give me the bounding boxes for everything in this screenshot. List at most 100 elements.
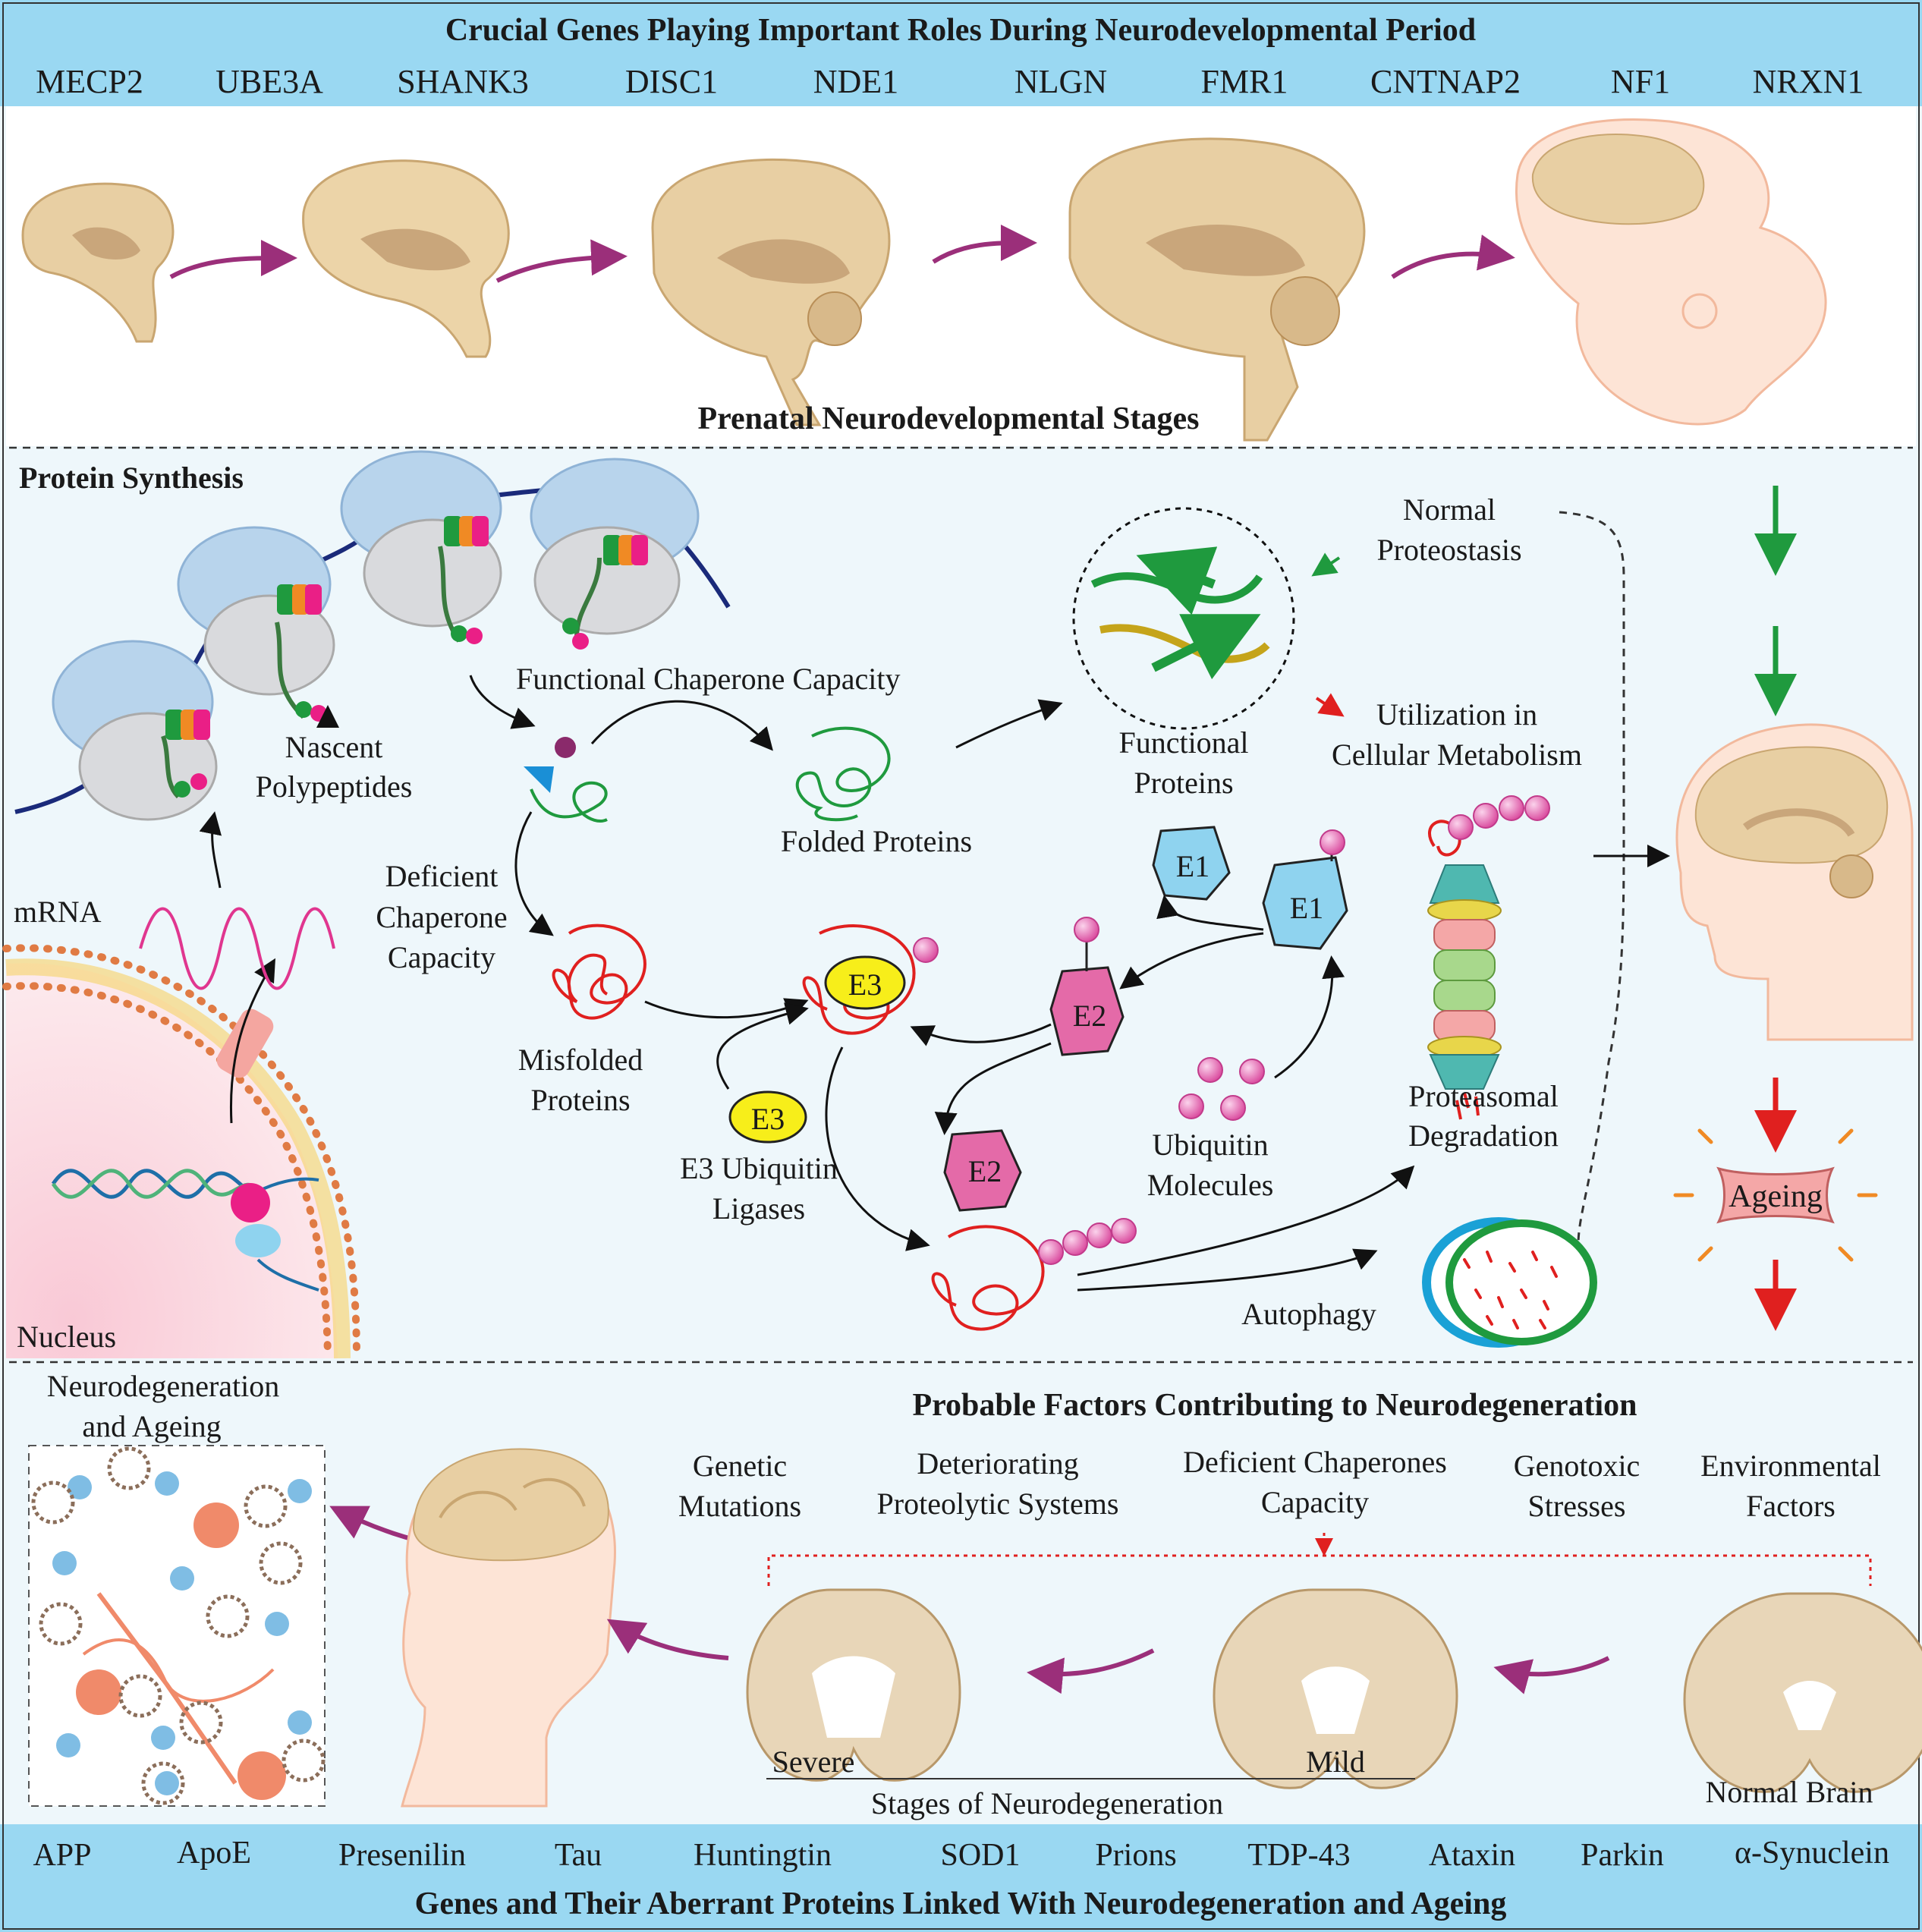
prenatal-arrow: [932, 225, 1037, 264]
to-autophagy-arrow: [1077, 1248, 1378, 1292]
ubiquitin-label-line2: Molecules: [1147, 1168, 1274, 1202]
deficient-label-line2: Chaperone: [376, 900, 507, 934]
ageing-badge: [1673, 1128, 1878, 1262]
e1-to-e2-arrow: [1119, 932, 1264, 990]
normal-flow-dashed-line: [1559, 511, 1625, 1245]
top-gene-band: [0, 0, 1922, 106]
bottom-gene-label: TDP-43: [1247, 1838, 1350, 1873]
deficient-label-line3: Capacity: [388, 940, 495, 974]
e3-to-tagged-arrow: [825, 1046, 930, 1251]
normal-brain-label: Normal Brain: [1705, 1775, 1873, 1809]
bottom-gene-label: Presenilin: [338, 1838, 466, 1873]
e3-enzyme: [824, 955, 906, 1010]
factor-genetic-line1: Genetic: [693, 1449, 787, 1483]
autophagosome-icon: [1422, 1217, 1597, 1348]
bottom-band-title: Genes and Their Aberrant Proteins Linked…: [415, 1886, 1507, 1921]
dna-helix: [51, 1169, 319, 1292]
neurodegeneration-label-line2: and Ageing: [82, 1409, 221, 1443]
bottom-gene-band: [0, 1824, 1922, 1932]
factors-title: Probable Factors Contributing to Neurode…: [912, 1388, 1637, 1423]
ubiquitin-bead: [913, 937, 939, 963]
prenatal-stage-4: [1068, 137, 1366, 442]
e1-free-label: E1: [1176, 849, 1210, 883]
bottom-gene-label: Tau: [555, 1838, 602, 1873]
top-gene-label: CNTNAP2: [1370, 63, 1521, 100]
functional-label-line1: Functional: [1118, 725, 1248, 760]
mrna-label: mRNA: [14, 895, 102, 929]
brain-section-severe: [746, 1588, 961, 1782]
mild-to-severe-arrow: [1027, 1648, 1155, 1694]
ribosome: [530, 458, 700, 650]
ubiquitin-molecules: [1178, 1057, 1265, 1121]
top-gene-label: DISC1: [625, 63, 718, 100]
normal-proteostasis-pointer: [1311, 552, 1341, 577]
chaperone-bound-polypeptide: [524, 737, 608, 823]
nascent-label-line2: Polypeptides: [256, 769, 413, 804]
ubiquitin-bead: [1038, 1239, 1064, 1265]
protein-synthesis-title: Protein Synthesis: [19, 461, 244, 495]
e1-release-arrow: [1156, 895, 1264, 931]
to-misfolded-arrow: [514, 811, 554, 936]
proteasomal-label-line2: Degradation: [1408, 1119, 1559, 1153]
normal-label-line2: Proteostasis: [1376, 533, 1521, 567]
ribosome: [52, 640, 218, 821]
ubiquitin-bead: [1220, 1095, 1246, 1121]
utilization-pointer: [1315, 693, 1345, 717]
misfolded-label-line1: Misfolded: [518, 1043, 643, 1077]
ubiquitin-bead: [1239, 1059, 1265, 1084]
proteasomal-label-line1: Proteasomal: [1408, 1079, 1559, 1113]
top-gene-label: NLGN: [1014, 63, 1107, 100]
e1-enzyme-charged: [1262, 856, 1348, 950]
brain-section-normal: [1683, 1592, 1922, 1793]
factor-environmental-line1: Environmental: [1700, 1449, 1881, 1483]
deficient-label-line1: Deficient: [385, 859, 499, 893]
autophagy-label: Autophagy: [1241, 1297, 1376, 1331]
factor-genotoxic-line1: Genotoxic: [1514, 1449, 1640, 1483]
ageing-label: Ageing: [1729, 1179, 1823, 1214]
factor-genetic-line2: Mutations: [678, 1489, 801, 1523]
bottom-gene-label: ApoE: [177, 1836, 251, 1871]
bottom-gene-label: SOD1: [940, 1838, 1020, 1873]
factor-genotoxic-line2: Stresses: [1528, 1489, 1626, 1523]
ribosome-to-chaperone-arrow: [469, 675, 536, 729]
ubiquitin-bead: [1320, 829, 1345, 855]
mrna-export-arrow: [229, 958, 275, 1124]
neurodegeneration-label-line1: Neurodegeneration: [47, 1369, 280, 1403]
prenatal-stage-2: [302, 159, 510, 358]
factors-bracket: [767, 1554, 1872, 1586]
e1-enzyme-free: [1152, 826, 1231, 901]
factor-chaperones-line2: Capacity: [1261, 1485, 1369, 1519]
e2-release-arrow: [934, 1042, 1052, 1135]
bottom-gene-list: APP ApoE Presenilin Tau Huntingtin SOD1 …: [33, 1836, 1889, 1873]
elderly-head-icon: [401, 1448, 616, 1808]
top-gene-label: SHANK3: [397, 63, 529, 100]
e2-enzyme-free: [943, 1129, 1022, 1212]
top-gene-label: NRXN1: [1753, 63, 1864, 100]
e2-enzyme-charged: [1049, 966, 1125, 1056]
e1-charged-label: E1: [1290, 891, 1323, 925]
top-gene-label: NF1: [1611, 63, 1670, 100]
neuron-aggregate-panel: [28, 1445, 326, 1807]
e3-ligase-enzyme-label: E3: [751, 1102, 785, 1136]
ubiquitin-bead: [1448, 814, 1474, 840]
ubiquitin-bead: [1062, 1230, 1088, 1256]
top-gene-label: MECP2: [36, 63, 143, 100]
prenatal-stage-3: [651, 158, 891, 426]
bottom-gene-label: APP: [33, 1838, 91, 1873]
ubiquitin-bead: [1111, 1218, 1137, 1244]
misfolded-label-line2: Proteins: [530, 1083, 630, 1117]
utilization-label-line1: Utilization in: [1376, 697, 1537, 732]
prenatal-caption: Prenatal Neurodevelopmental Stages: [697, 401, 1199, 436]
factor-chaperones-line1: Deficient Chaperones: [1183, 1445, 1447, 1479]
e3-ligase-enzyme: [728, 1090, 807, 1144]
adult-head-icon: [1675, 723, 1914, 1041]
bottom-gene-label: Prions: [1095, 1838, 1176, 1873]
ubiquitin-to-e1-arrow: [1274, 955, 1345, 1079]
factor-proteolytic-line1: Deteriorating: [917, 1446, 1078, 1480]
functional-chaperone-label: Functional Chaperone Capacity: [516, 662, 901, 696]
e2-transfer-arrow: [910, 1023, 1052, 1046]
ubiquitin-bead: [1524, 795, 1550, 821]
top-gene-label: NDE1: [813, 63, 898, 100]
to-folded-arrow: [590, 700, 773, 751]
